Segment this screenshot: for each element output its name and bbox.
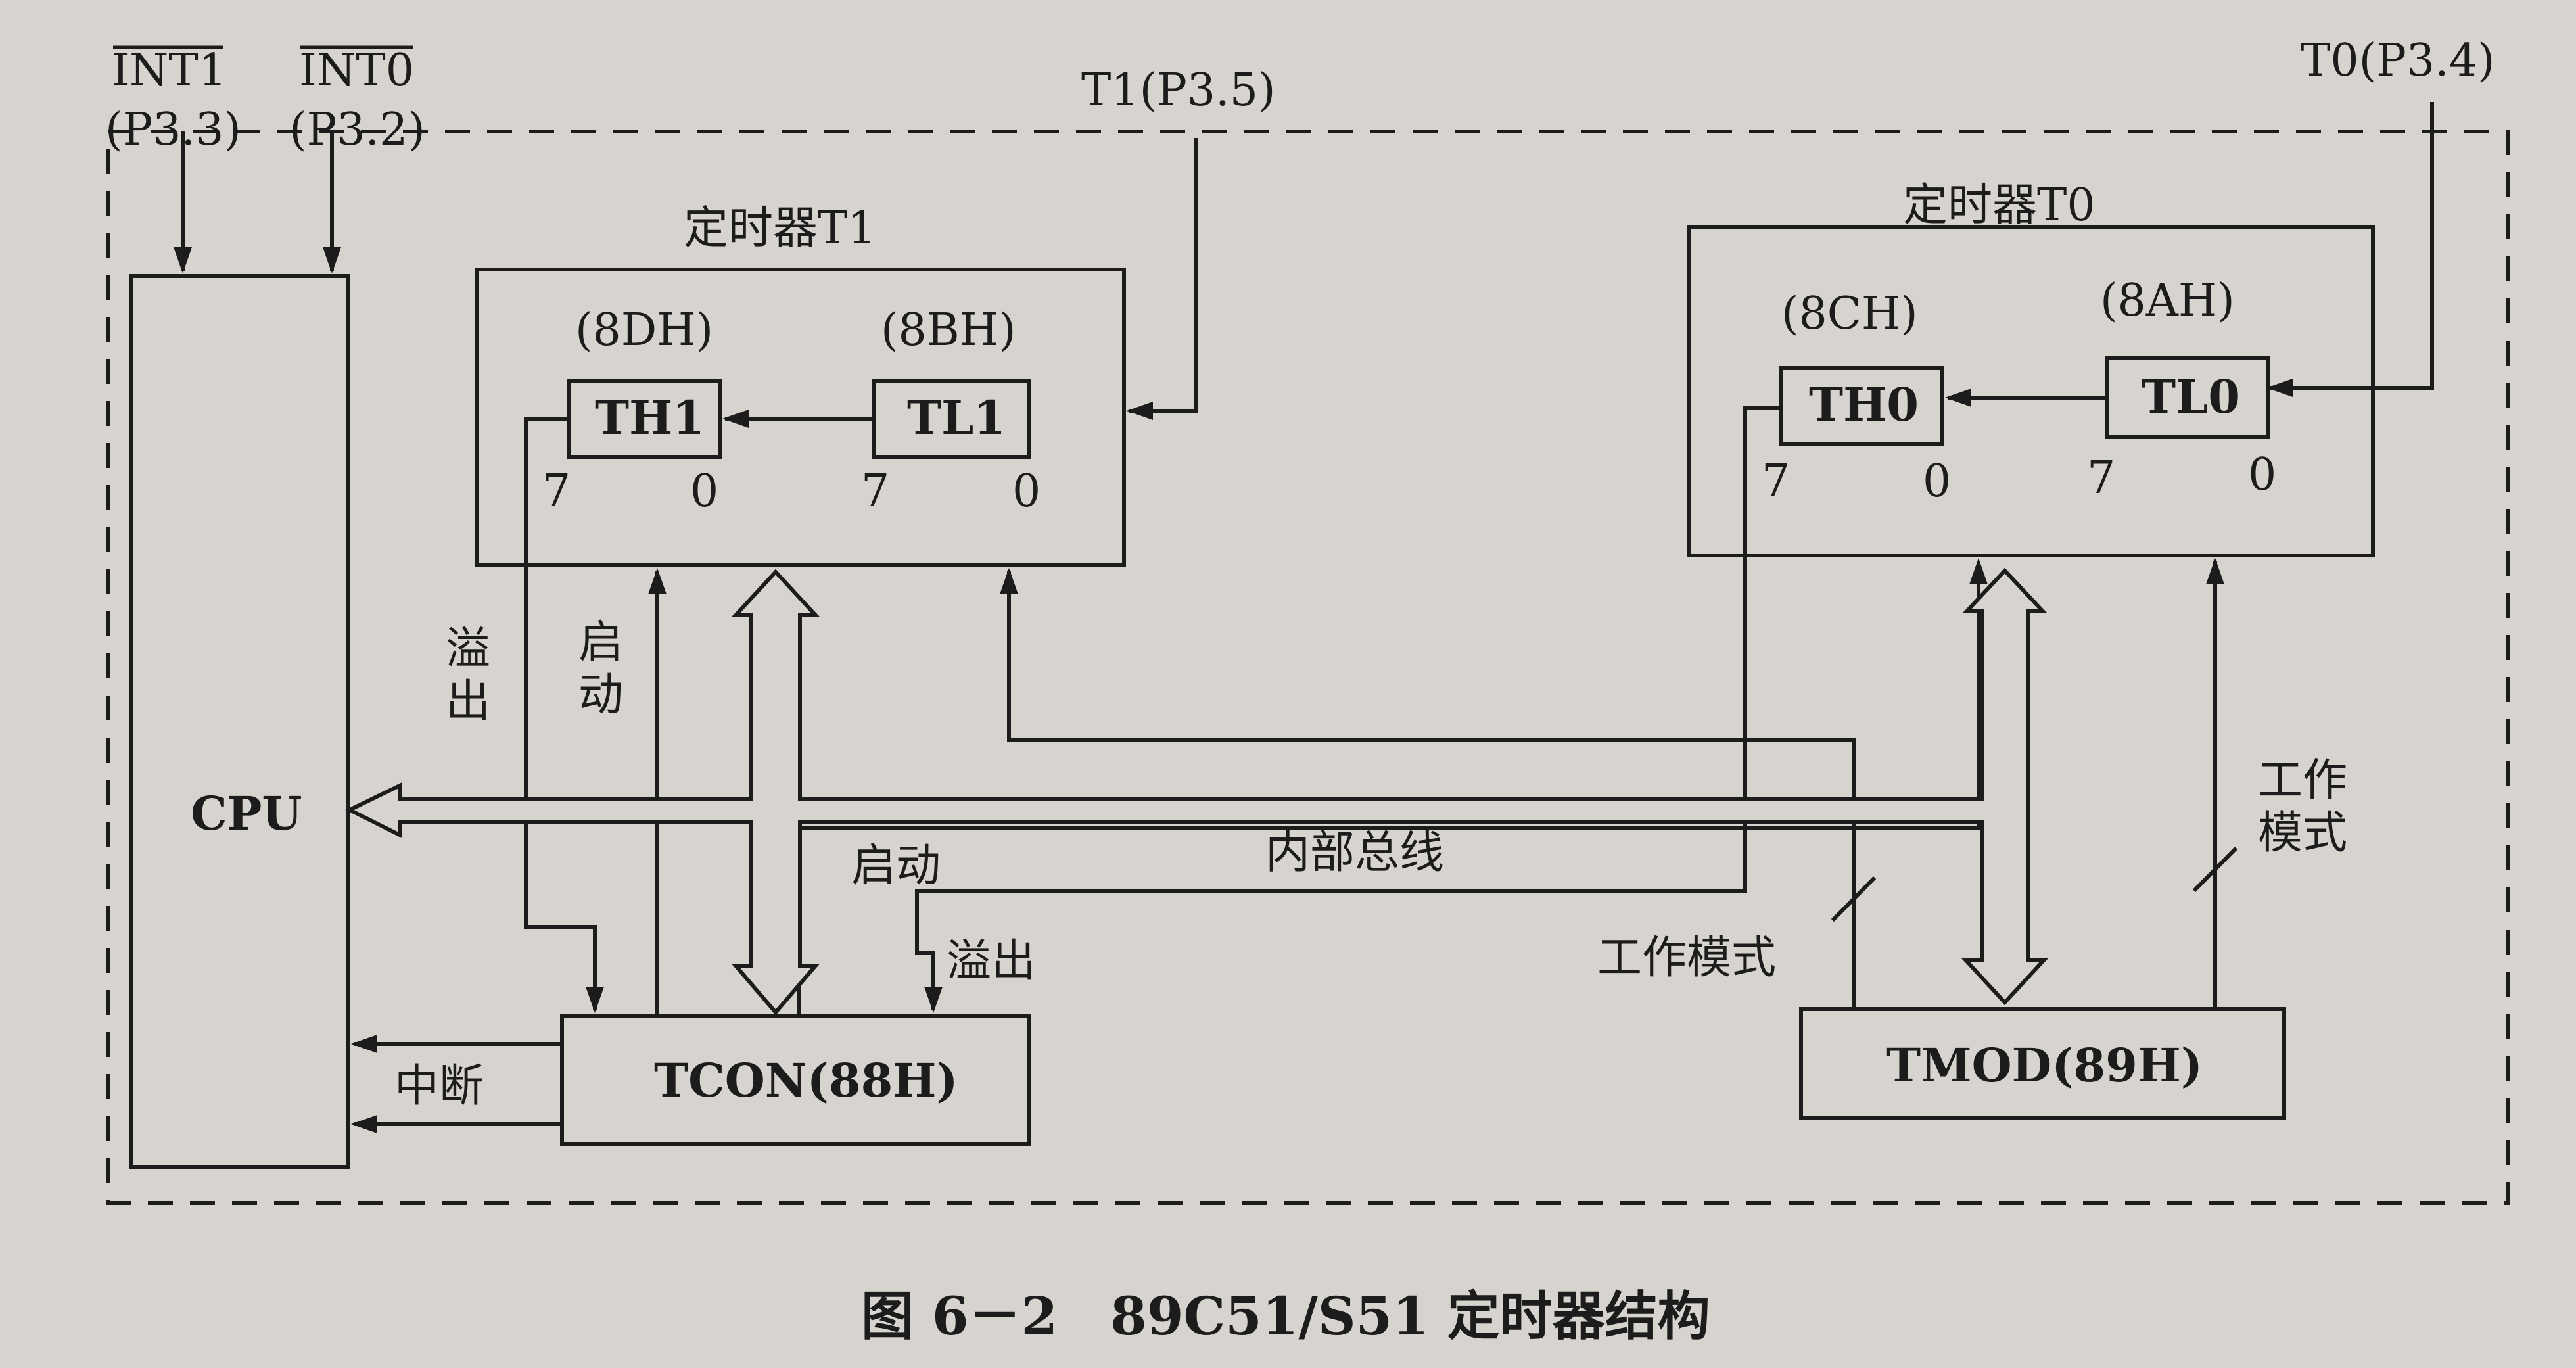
timer0-block [1687, 225, 2375, 557]
th1-bit-high: 7 [542, 465, 571, 517]
th0-bit-low: 0 [1923, 456, 1951, 507]
timer0-title: 定时器T0 [1903, 179, 2096, 231]
tl1-label: TL1 [907, 390, 1006, 445]
tcon-label: TCON(88H) [654, 1053, 958, 1108]
tl0-bit-high: 7 [2087, 452, 2115, 504]
timer1-block [475, 268, 1126, 567]
tl1-bit-high: 7 [861, 465, 889, 517]
cpu-label: CPU [191, 786, 302, 841]
th0-label: TH0 [1809, 377, 1919, 432]
overflow-label-bottom: 出 [446, 676, 490, 728]
th1-label: TH1 [595, 390, 705, 445]
t1-input-arrow [1127, 138, 1198, 420]
cpu-block [129, 274, 350, 1169]
t0-overflow-line [915, 406, 1781, 1013]
int1-pin-label: INT1 [112, 45, 227, 97]
overflow-label: 溢出 [947, 935, 1036, 987]
interrupt-label: 中断 [394, 1060, 484, 1112]
internal-bus [345, 567, 2049, 1016]
t1-overflow-line [524, 417, 604, 1013]
t0-input-arrow [2266, 102, 2434, 397]
figure-caption: 图 6－2 89C51/S51 定时器结构 [861, 1285, 1710, 1347]
tmod-mode-to-t1-line [1000, 568, 1856, 1009]
th0-bit-high: 7 [1762, 456, 1790, 507]
work-mode-label-bottom: 模式 [2258, 807, 2347, 859]
th1-address: (8DH) [575, 304, 713, 356]
work-mode-label: 工作模式 [1597, 932, 1776, 984]
timer1-title: 定时器T1 [684, 202, 876, 254]
int0-pin-label: INT0 [299, 45, 414, 97]
t1-pin-label: T1(P3.5) [1081, 64, 1276, 116]
tl0-address: (8AH) [2100, 275, 2235, 327]
tl1-bit-low: 0 [1012, 465, 1041, 517]
work-mode-label-top: 工作 [2258, 755, 2347, 807]
mode-bus-slash-1 [1831, 876, 1877, 922]
th0-address: (8CH) [1781, 288, 1918, 340]
overflow-label-top: 溢 [446, 623, 490, 675]
internal-bus-label: 内部总线 [1265, 827, 1444, 879]
tl1-address: (8BH) [881, 304, 1016, 356]
start-label: 启动 [851, 840, 941, 892]
th1-bit-low: 0 [690, 465, 718, 517]
tcon-block [560, 1014, 1031, 1146]
t0-pin-label: T0(P3.4) [2301, 35, 2495, 87]
start-label-bottom: 动 [578, 669, 623, 721]
mode-bus-slash-2 [2192, 846, 2238, 893]
chip-boundary [106, 130, 2510, 1205]
start-label-top: 启 [578, 617, 623, 669]
tl0-label: TL0 [2142, 369, 2240, 424]
tmod-label: TMOD(89H) [1886, 1038, 2203, 1093]
int1-port-label: (P3.3) [105, 104, 241, 156]
int0-port-label: (P3.2) [289, 104, 425, 156]
tl0-bit-low: 0 [2248, 449, 2276, 501]
tmod-block [1799, 1007, 2286, 1120]
